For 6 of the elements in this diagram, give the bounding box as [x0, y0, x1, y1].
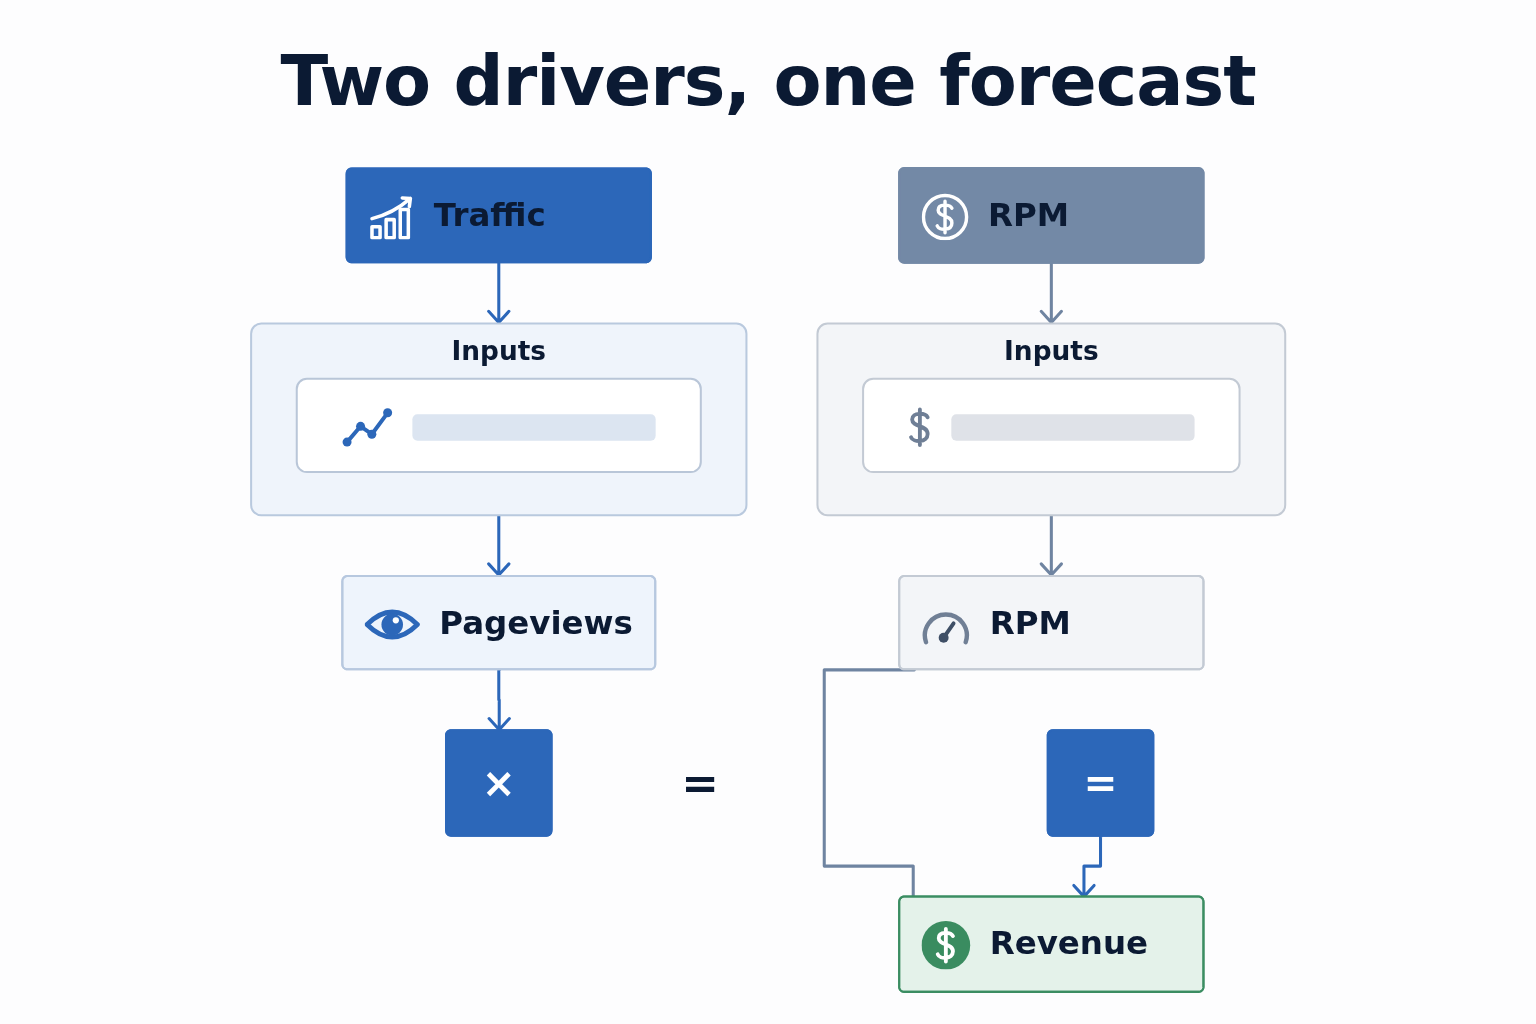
cluster: Inputs [249, 322, 748, 517]
cluster: Inputs [816, 322, 1287, 517]
node-box [861, 377, 1241, 474]
node-box [295, 377, 702, 474]
equals-sign: = [681, 760, 720, 806]
title: Two drivers, one forecast [279, 40, 1257, 122]
